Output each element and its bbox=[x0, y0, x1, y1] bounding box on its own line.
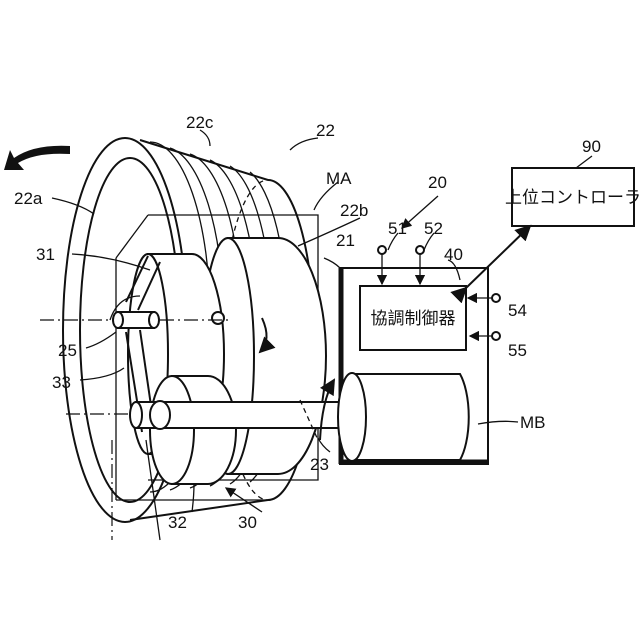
signal-input-51 bbox=[378, 246, 386, 284]
coordination-controller-label: 協調制御器 bbox=[371, 309, 456, 328]
label-22b: 22b bbox=[340, 201, 368, 220]
host-controller-box: 上位コントローラ bbox=[505, 168, 640, 226]
label-MA: MA bbox=[326, 169, 352, 188]
label-30: 30 bbox=[238, 513, 257, 532]
coordination-controller-box: 協調制御器 bbox=[360, 286, 466, 350]
label-21: 21 bbox=[336, 231, 355, 250]
label-20: 20 bbox=[428, 173, 447, 192]
label-23: 23 bbox=[310, 455, 329, 474]
rotation-arrow-wheel bbox=[4, 146, 70, 170]
motor-MB bbox=[338, 373, 469, 461]
label-22a: 22a bbox=[14, 189, 43, 208]
host-controller-label: 上位コントローラ bbox=[505, 188, 640, 207]
wheel-top-edge bbox=[140, 140, 268, 180]
label-MB: MB bbox=[520, 413, 546, 432]
label-54: 54 bbox=[508, 301, 527, 320]
label-51: 51 bbox=[388, 219, 407, 238]
label-31: 31 bbox=[36, 245, 55, 264]
label-25: 25 bbox=[58, 341, 77, 360]
label-22c: 22c bbox=[186, 113, 214, 132]
label-22: 22 bbox=[316, 121, 335, 140]
signal-input-54 bbox=[468, 294, 500, 302]
pulley-32 bbox=[150, 376, 236, 484]
label-33: 33 bbox=[52, 373, 71, 392]
signal-input-52 bbox=[416, 246, 424, 284]
label-32: 32 bbox=[168, 513, 187, 532]
label-52: 52 bbox=[424, 219, 443, 238]
label-40: 40 bbox=[444, 245, 463, 264]
controller-link bbox=[466, 226, 530, 288]
label-90: 90 bbox=[582, 137, 601, 156]
signal-input-55 bbox=[470, 332, 500, 340]
label-55: 55 bbox=[508, 341, 527, 360]
